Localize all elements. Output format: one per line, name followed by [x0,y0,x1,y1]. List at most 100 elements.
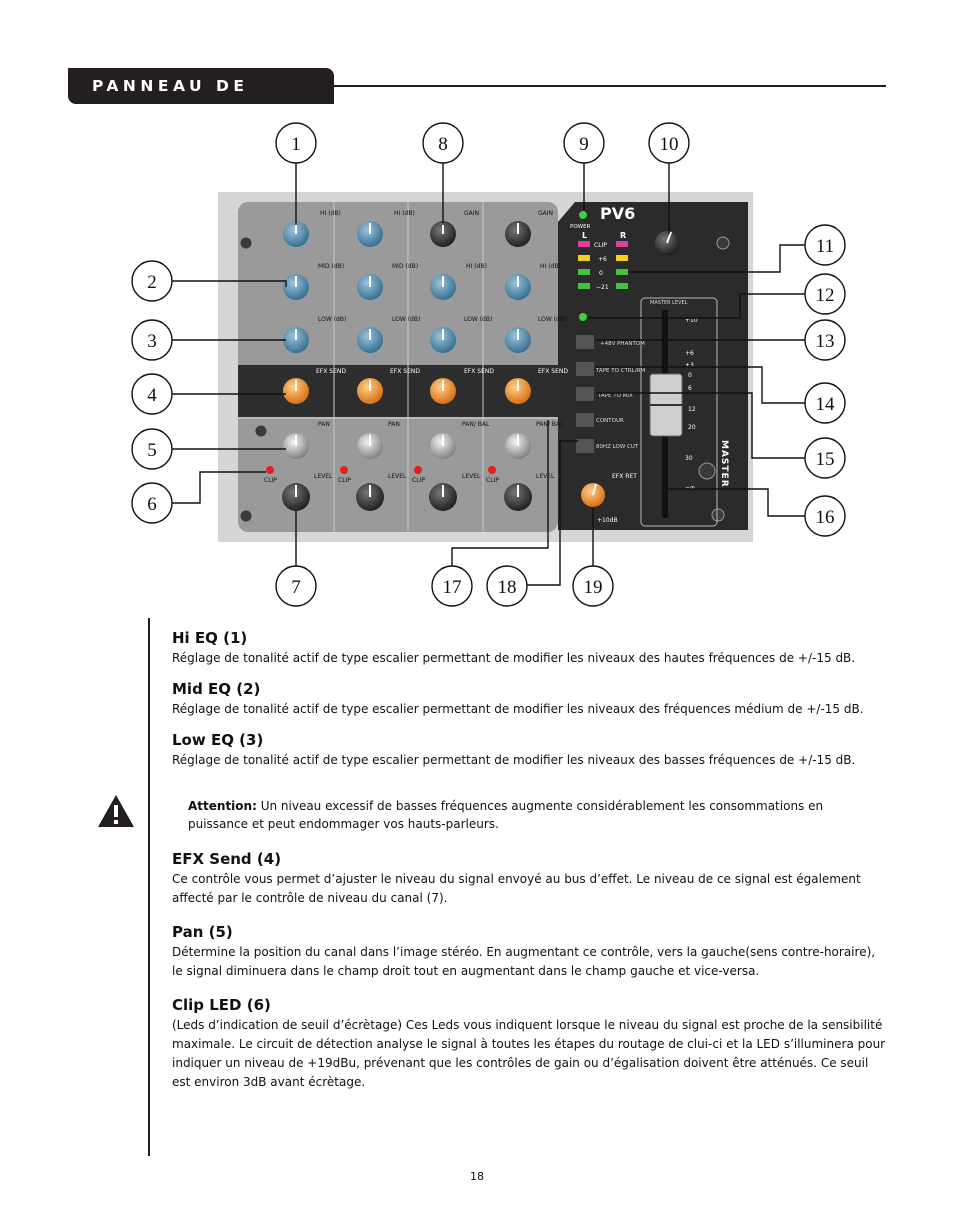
master-label: MASTER [719,440,729,488]
section-text: Ce contrôle vous permet d’ajuster le niv… [172,872,861,905]
callout-leaders [171,158,806,586]
svg-text:30: 30 [685,455,693,462]
section-title: Pan (5) [172,923,233,941]
callout-19: 19 [584,577,603,598]
mid-label: MID (dB) [318,263,344,270]
callout-1: 1 [291,134,301,155]
callout-4: 4 [147,385,157,406]
svg-text:−21: −21 [596,284,609,291]
master-section [558,202,748,530]
level-meter [578,241,628,289]
callout-15: 15 [816,449,835,470]
svg-text:0: 0 [599,270,603,277]
svg-text:PAN: PAN [388,421,400,428]
svg-text:L: L [582,231,587,240]
attention-label: Attention: [188,799,257,813]
svg-text:MID (dB): MID (dB) [392,263,418,270]
svg-text:EFX SEND: EFX SEND [390,368,420,375]
svg-text:+10dB: +10dB [597,517,618,524]
knob-grid [266,221,532,511]
svg-text:LEVEL: LEVEL [388,473,407,480]
attention-text: Un niveau excessif de basses fréquences … [188,799,824,831]
callout-10: 10 [660,134,679,155]
svg-text:CONTOUR: CONTOUR [596,418,624,424]
svg-text:EFX SEND: EFX SEND [464,368,494,375]
page-number: 18 [470,1170,484,1183]
svg-text:CLIP: CLIP [338,477,351,484]
section-text: Détermine la position du canal dans l’im… [172,945,876,978]
callout-18: 18 [498,577,517,598]
svg-text:CLIP: CLIP [594,242,607,249]
callout-2: 2 [147,272,157,293]
level-label: LEVEL [314,473,333,480]
svg-text:LOW (dB): LOW (dB) [538,316,566,323]
svg-text:CLIP: CLIP [412,477,425,484]
section-low-eq: Low EQ (3) Réglage de tonalité actif de … [172,731,888,770]
section-title: EFX Send (4) [172,850,282,868]
svg-text:HI (dB): HI (dB) [466,263,487,270]
svg-text:+6: +6 [598,256,607,263]
clip-label: CLIP [264,477,277,484]
svg-text:TAPE TO MIX: TAPE TO MIX [597,393,633,399]
section-pan: Pan (5) Détermine la position du canal d… [172,923,888,981]
section-text: Réglage de tonalité actif de type escali… [172,651,856,665]
svg-text:GAIN: GAIN [464,210,479,217]
pan-label: PAN [318,421,330,428]
svg-text:GAIN: GAIN [538,210,553,217]
section-mid-eq: Mid EQ (2) Réglage de tonalité actif de … [172,680,888,719]
warning-icon [98,795,134,827]
callout-14: 14 [816,394,836,415]
section-title: Clip LED (6) [172,996,271,1014]
svg-text:PAN/ BAL: PAN/ BAL [462,421,490,428]
phantom-button-label: +48V PHANTOM [600,341,645,347]
callout-6: 6 [147,494,157,515]
svg-text:CLIP: CLIP [486,477,499,484]
callout-5: 5 [147,440,157,461]
svg-text:EFX SEND: EFX SEND [538,368,568,375]
low-label: LOW (dB) [318,316,346,323]
callout-17: 17 [443,577,462,598]
section-title: Hi EQ (1) [172,629,248,647]
svg-text:LEVEL: LEVEL [462,473,481,480]
section-text: Réglage de tonalité actif de type escali… [172,753,856,767]
svg-text:0: 0 [688,372,692,379]
callout-11: 11 [816,236,834,257]
svg-text:EFX RET: EFX RET [612,473,637,480]
hi-label: HI (dB) [320,210,341,217]
attention-note: Attention: Un niveau excessif de basses … [188,797,878,833]
svg-text:12: 12 [688,406,696,413]
svg-text:PAN/ BAL: PAN/ BAL [536,421,564,428]
callout-12: 12 [816,285,835,306]
front-panel-diagram: HI (dB) HI (dB) GAIN GAIN MID (dB) MID (… [131,122,846,607]
svg-text:HI (dB): HI (dB) [540,263,561,270]
callout-16: 16 [816,507,835,528]
callout-9: 9 [579,134,589,155]
callout-13: 13 [816,331,835,352]
section-title: Low EQ (3) [172,731,264,749]
callout-8: 8 [438,134,448,155]
svg-text:20: 20 [688,424,696,431]
section-header: PANNEAU DE DEVANT [68,68,334,131]
svg-text:R: R [620,231,626,240]
section-text: (Leds d’indication de seuil d’écrètage) … [172,1018,886,1089]
svg-text:80HZ LOW CUT: 80HZ LOW CUT [596,444,639,450]
svg-text:+3: +3 [685,362,694,369]
svg-text:−∞: −∞ [685,484,695,491]
section-hi-eq: Hi EQ (1) Réglage de tonalité actif de t… [172,629,888,668]
svg-text:MASTER LEVEL: MASTER LEVEL [650,300,688,306]
svg-text:+10: +10 [685,317,698,324]
section-efx-send: EFX Send (4) Ce contrôle vous permet d’a… [172,850,888,908]
master-fader-frame [640,297,718,527]
section-text: Réglage de tonalité actif de type escali… [172,702,864,716]
phantom-led [579,313,587,321]
svg-text:HI (dB): HI (dB) [394,210,415,217]
svg-text:LEVEL: LEVEL [536,473,555,480]
power-led [579,211,587,219]
margin-rule [148,618,150,1156]
svg-text:+6: +6 [685,350,694,357]
svg-text:TAPE TO CTRL/RM: TAPE TO CTRL/RM [595,368,645,374]
section-title: Mid EQ (2) [172,680,261,698]
header-rule [334,85,886,87]
section-clip-led: Clip LED (6) (Leds d’indication de seuil… [172,996,888,1092]
svg-text:LOW (dB): LOW (dB) [464,316,492,323]
